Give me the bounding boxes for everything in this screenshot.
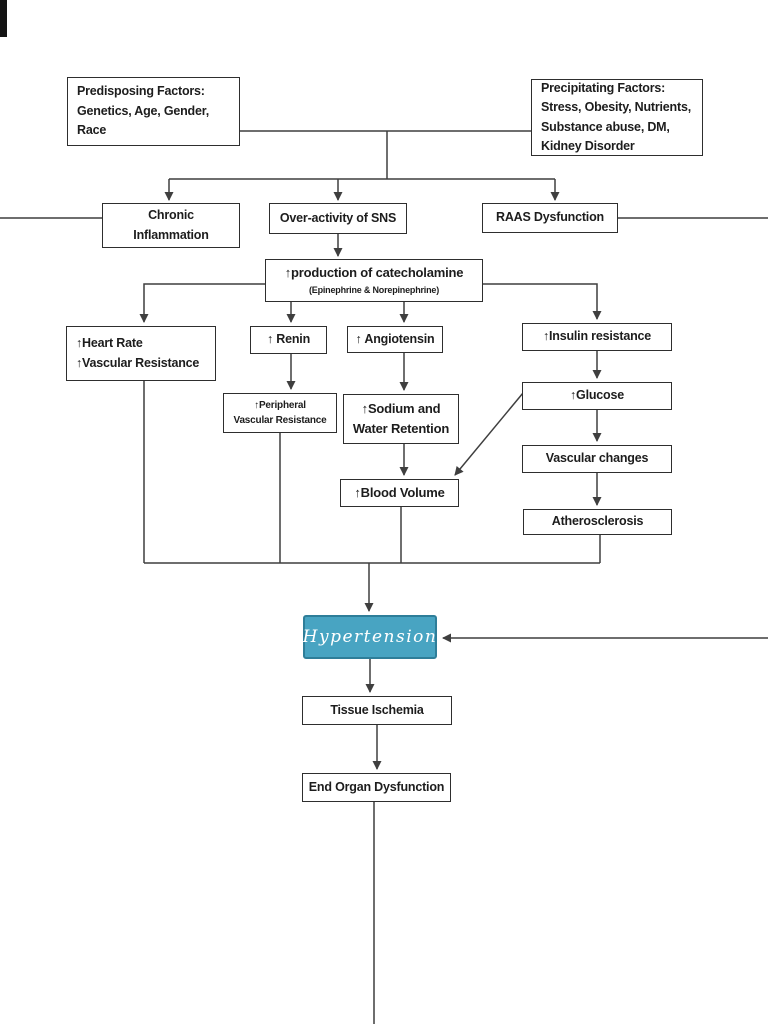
catecholamine-to-insulin-arrow [483,283,602,320]
node-label: ↑production of catecholamine [284,265,464,281]
node-label: Precipitating Factors: [541,80,666,95]
node-label: Chronic [148,208,194,223]
node-label: Stress, Obesity, Nutrients, [541,100,691,115]
node-blood-volume: ↑Blood Volume [340,479,459,507]
node-end-organ-dysfunction: End Organ Dysfunction [302,773,451,802]
node-label: ↑Glucose [570,388,624,403]
node-renin: ↑ Renin [250,326,327,354]
node-label: Atherosclerosis [551,514,644,529]
node-label: End Organ Dysfunction [308,779,445,794]
catecholamine-to-heart-rate-arrow [139,283,265,323]
node-label: ↑Heart Rate [76,336,143,351]
node-heart-rate-vascular-resistance: ↑Heart Rate ↑Vascular Resistance [66,326,216,381]
node-predisposing-factors: Predisposing Factors: Genetics, Age, Gend… [67,77,240,146]
node-label: Vascular changes [545,451,649,466]
node-label: Vascular Resistance [233,415,327,426]
node-label: Predisposing Factors: [77,84,205,99]
node-production-of-catecholamine: ↑production of catecholamine (Epinephrine… [265,259,483,302]
glucose-to-blood-volume-arrow [454,392,524,476]
node-hypertension: Hypertension [303,615,437,659]
node-insulin-resistance: ↑Insulin resistance [522,323,672,351]
node-label: Genetics, Age, Gender, [77,103,209,118]
node-label: ↑Insulin resistance [542,329,652,344]
node-label: Inflammation [133,227,209,242]
node-atherosclerosis: Atherosclerosis [523,509,672,535]
node-label: ↑ Renin [266,332,311,347]
node-label: Tissue Ischemia [330,702,424,717]
node-label: (Epinephrine & Norepinephrine) [308,284,439,295]
node-raas-dysfunction: RAAS Dysfunction [482,203,618,233]
node-label: ↑Vascular Resistance [76,355,200,370]
node-label: Substance abuse, DM, [541,119,670,134]
node-label: Over-activity of SNS [279,210,397,225]
node-angiotensin: ↑ Angiotensin [347,326,443,353]
node-label: ↑Blood Volume [354,484,445,500]
node-label: Water Retention [352,421,450,436]
node-precipitating-factors: Precipitating Factors: Stress, Obesity, N… [531,79,703,156]
node-glucose: ↑Glucose [522,382,672,410]
node-label: Race [77,123,107,138]
node-label: RAAS Dysfunction [496,210,604,225]
node-label: ↑Peripheral [254,399,306,411]
page-corner-mark [0,0,7,37]
node-overactivity-of-sns: Over-activity of SNS [269,203,407,234]
node-label: Kidney Disorder [541,138,635,153]
node-label: ↑ Angiotensin [355,331,435,346]
node-label: ↑Sodium and [361,400,441,416]
node-label: Hypertension [302,626,438,647]
node-tissue-ischemia: Tissue Ischemia [302,696,452,725]
node-vascular-changes: Vascular changes [522,445,672,473]
